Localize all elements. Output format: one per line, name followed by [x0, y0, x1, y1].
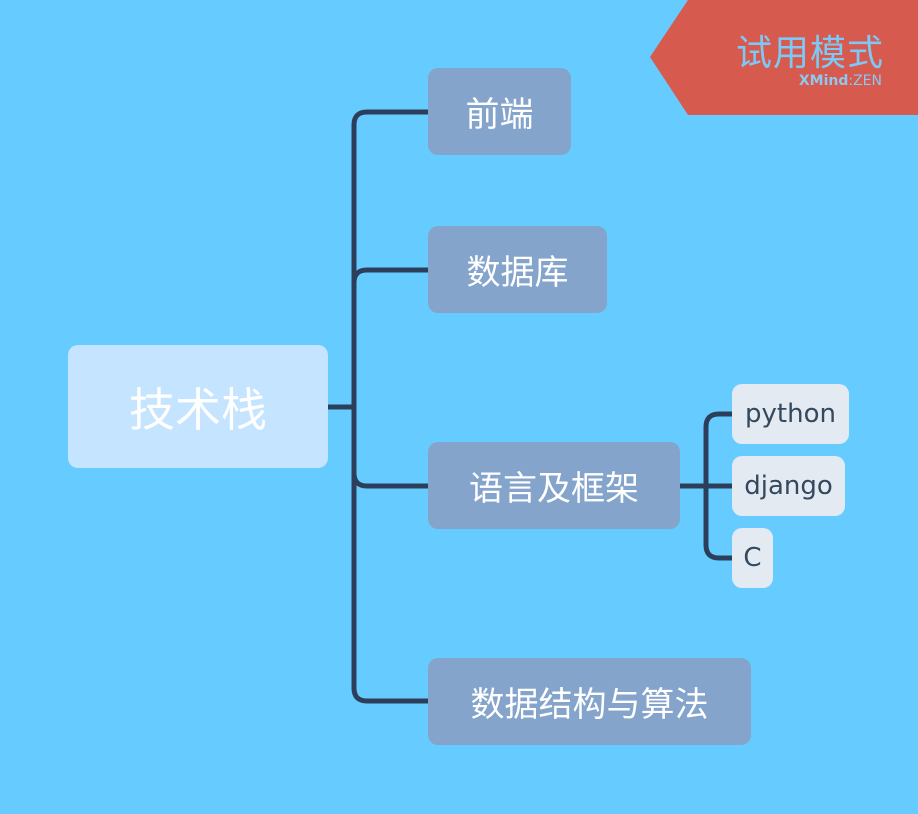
branch-node-language-framework[interactable]: 语言及框架: [428, 442, 680, 529]
leaf-node-label: C: [743, 543, 762, 573]
watermark-title: 试用模式: [735, 33, 884, 74]
branch-node-label: 数据结构与算法: [470, 685, 709, 725]
branch-node-label: 语言及框架: [469, 469, 639, 509]
root-node[interactable]: 技术栈: [68, 345, 328, 468]
watermark-brand-rest: ZEN: [853, 73, 882, 89]
leaf-node-label: django: [744, 471, 833, 501]
branch-node-frontend[interactable]: 前端: [428, 68, 571, 155]
leaf-node-python[interactable]: python: [732, 384, 849, 444]
connector-trunk: [351, 109, 431, 704]
branch-node-label: 前端: [465, 95, 534, 135]
leaf-node-django[interactable]: django: [732, 456, 845, 516]
connector-branch-database: [351, 267, 431, 286]
root-node-label: 技术栈: [129, 382, 267, 437]
branch-node-label: 数据库: [466, 253, 569, 293]
watermark-brand-bold: XMind: [798, 73, 849, 89]
branch-node-data-structures[interactable]: 数据结构与算法: [428, 658, 751, 745]
connector-branch-language: [351, 470, 431, 489]
leaf-node-label: python: [745, 399, 836, 429]
trial-watermark: 试用模式 XMind:ZEN: [650, 0, 918, 115]
watermark-brand-separator: :: [848, 73, 854, 89]
branch-node-database[interactable]: 数据库: [428, 226, 607, 313]
leaf-node-c[interactable]: C: [732, 528, 773, 588]
watermark-ribbon-shape: [650, 0, 918, 115]
watermark-brand: XMind:ZEN: [799, 73, 882, 89]
